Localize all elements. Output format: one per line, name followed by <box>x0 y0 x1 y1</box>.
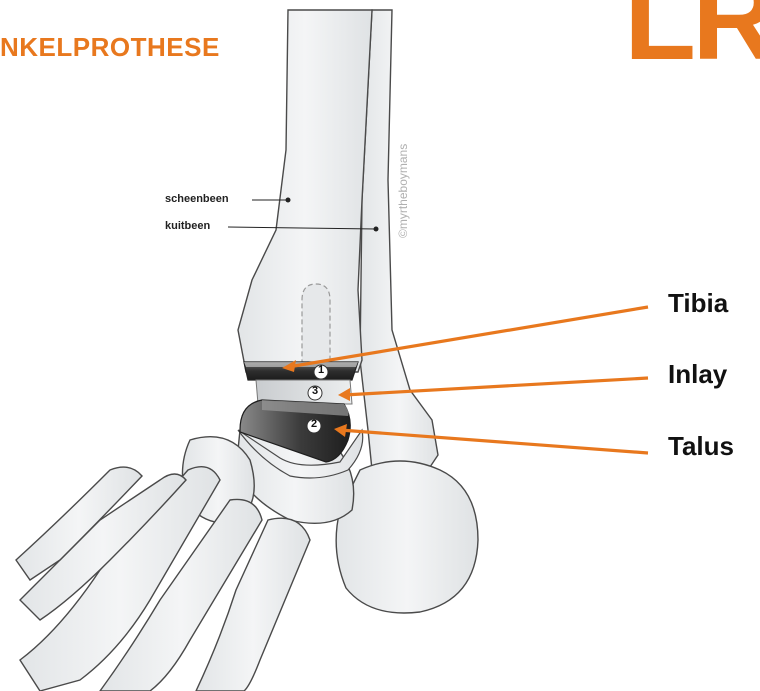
number-label-2: 2 <box>309 418 319 430</box>
page-title: NKELPROTHESE <box>0 32 220 63</box>
tibial-stem <box>302 284 330 362</box>
scheenbeen-label: scheenbeen <box>165 193 229 205</box>
kuitbeen-label: kuitbeen <box>165 220 210 232</box>
tibia-label: Tibia <box>668 288 728 319</box>
number-label-3: 3 <box>310 385 320 397</box>
brand-logo: LR <box>622 0 760 80</box>
number-label-1: 1 <box>316 364 326 376</box>
fibula-bone <box>360 10 438 488</box>
calcaneus-bone <box>336 461 478 613</box>
logo-text: LR <box>624 0 760 78</box>
talus-label: Talus <box>668 431 734 462</box>
inlay-label: Inlay <box>668 359 727 390</box>
illustrator-credit: ©myrtheboymans <box>396 144 410 238</box>
